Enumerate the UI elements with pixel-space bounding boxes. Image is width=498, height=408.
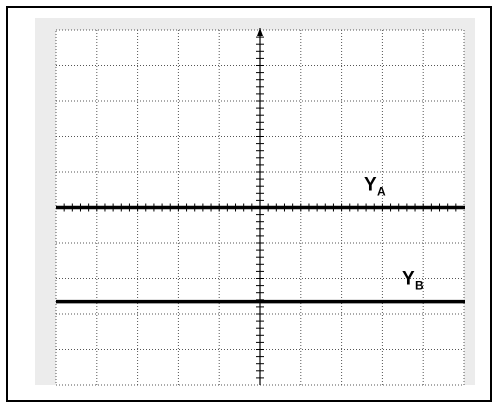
trace-b-label: Y	[402, 269, 415, 290]
trace-b-label-subscript: B	[415, 279, 424, 293]
axis-arrow-up-icon	[257, 28, 263, 36]
traces	[56, 203, 465, 304]
trace-a-label-subscript: A	[377, 185, 386, 199]
trace-a-label: Y	[364, 175, 377, 196]
